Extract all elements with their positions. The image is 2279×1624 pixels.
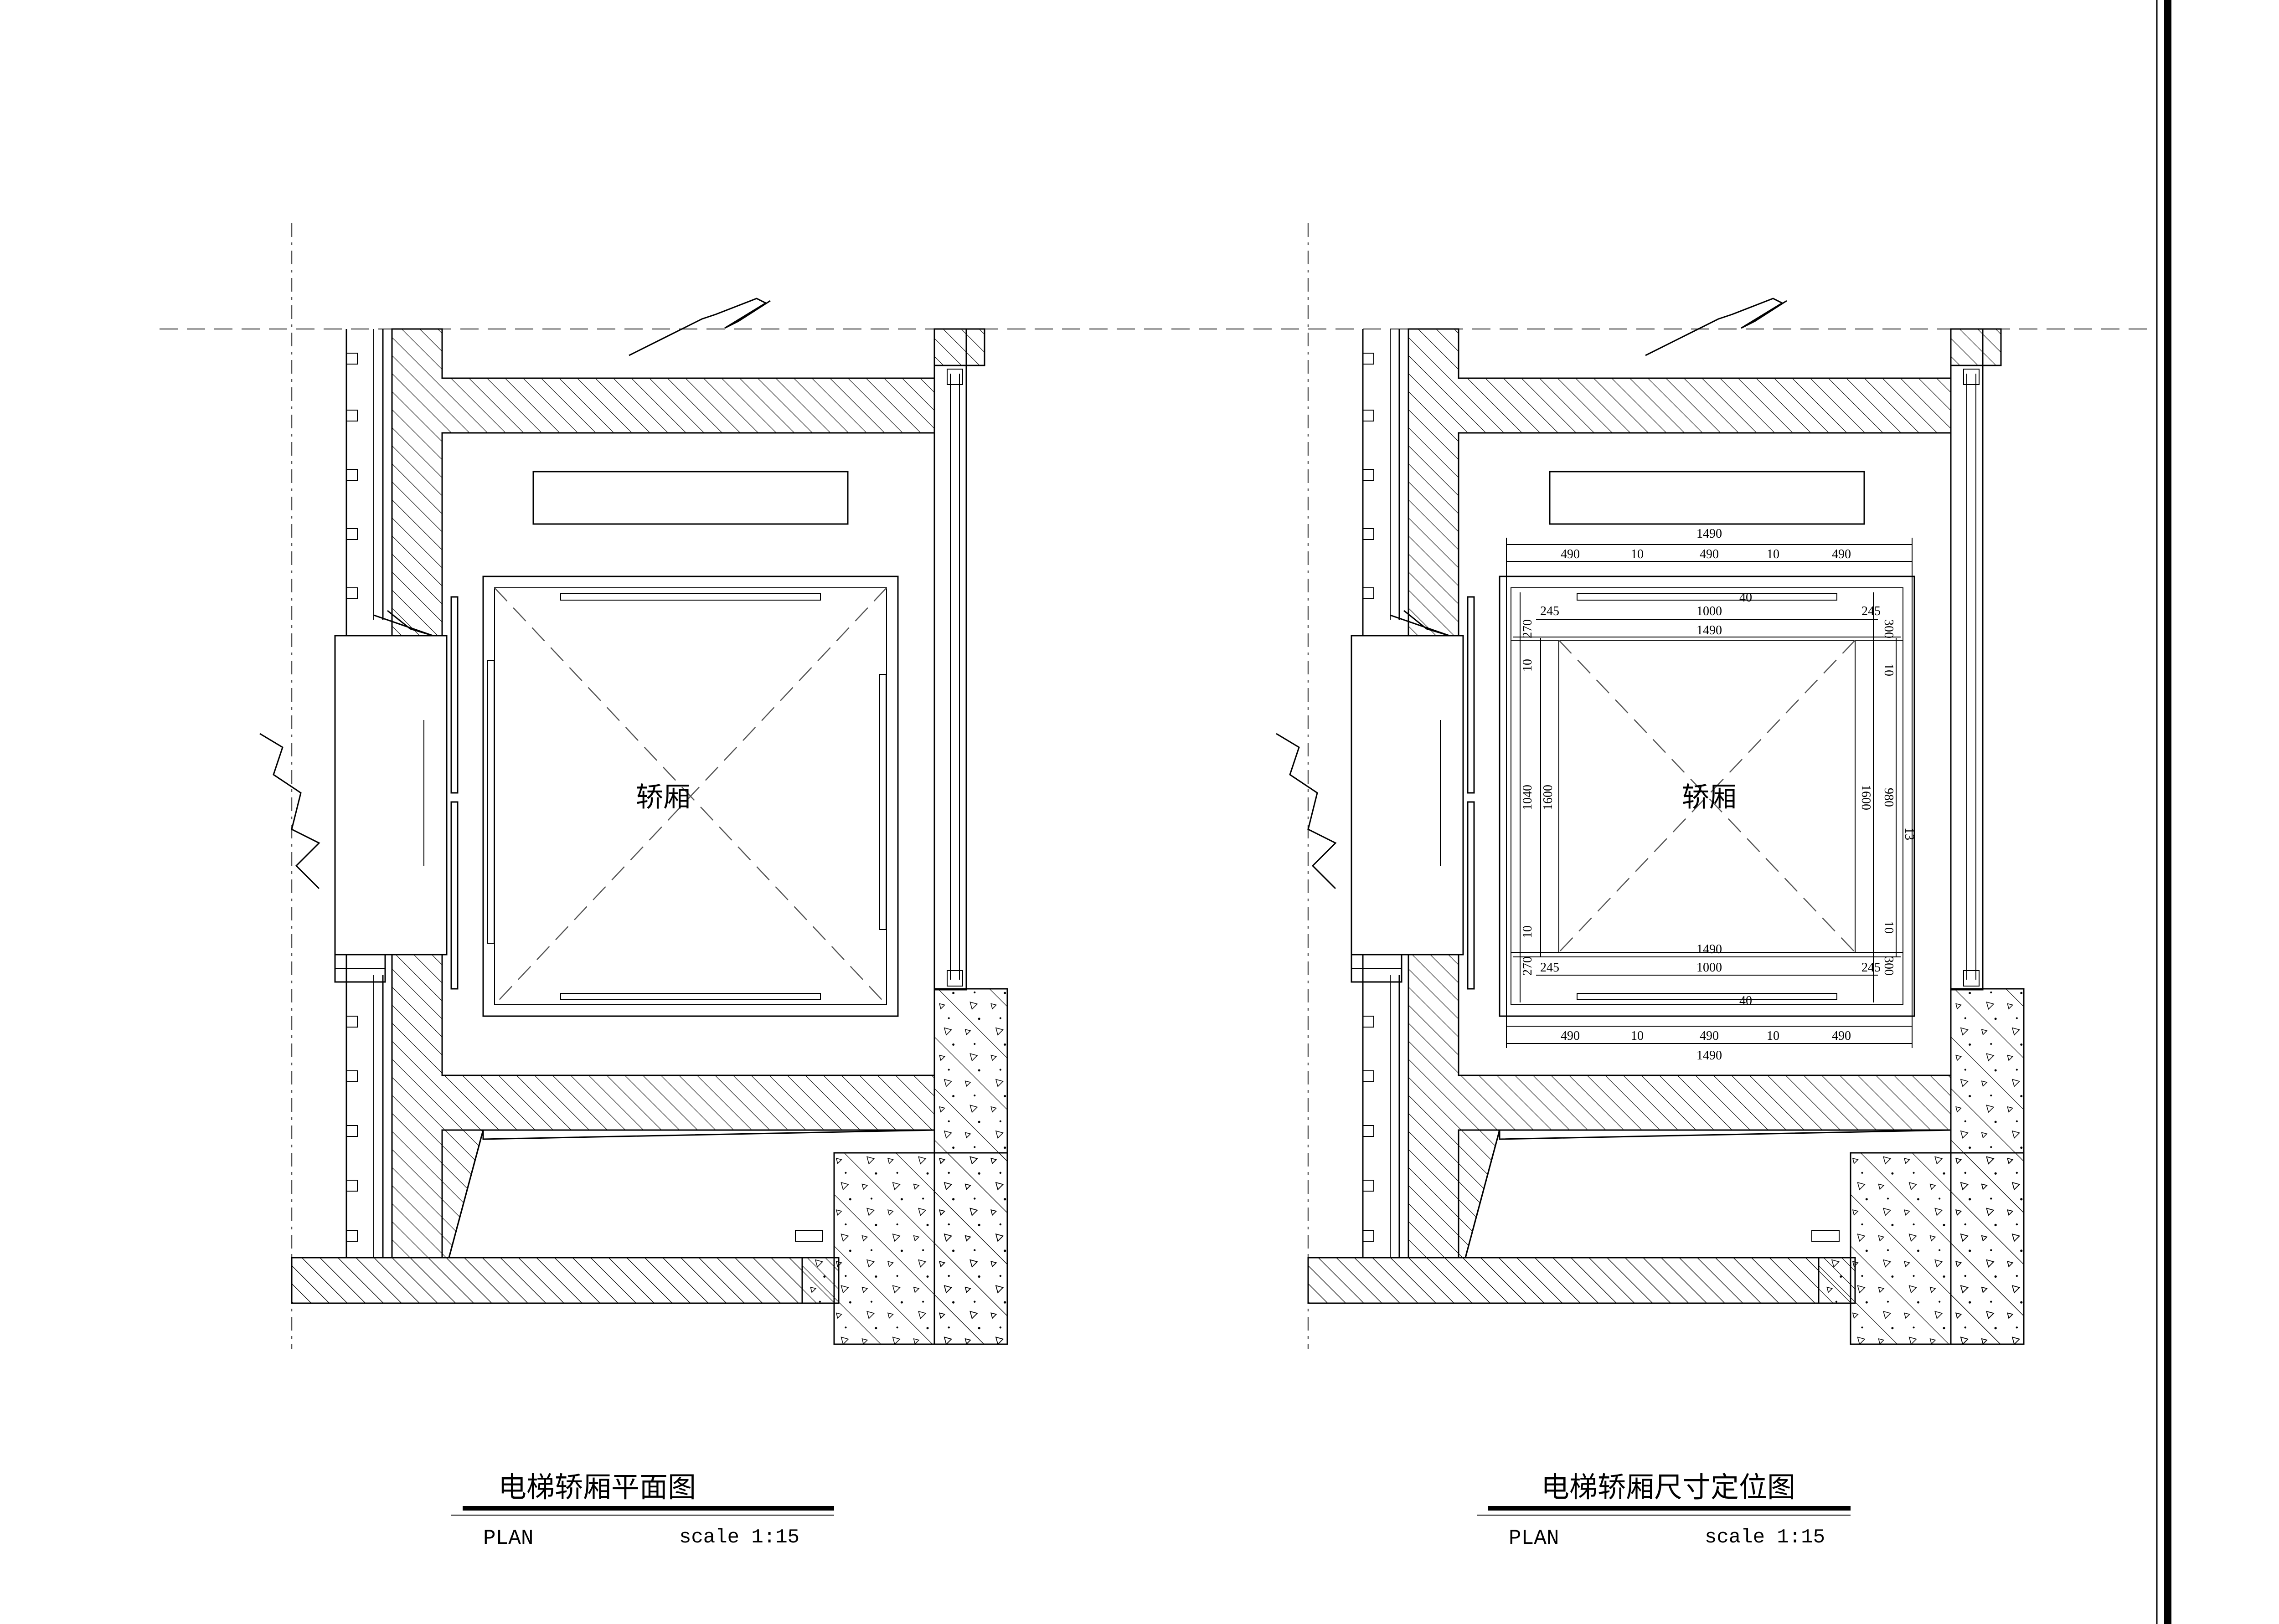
dim-right-c: 1600 (1859, 785, 1873, 810)
car-diag-2 (494, 587, 887, 1005)
ceiling-border-left (1511, 640, 1559, 953)
dim-right-a: 300 (1882, 619, 1896, 638)
ceiling-border-bottom (1511, 952, 1903, 1005)
right-wall-cap (933, 328, 985, 366)
sheet-border-bar (2164, 0, 2171, 1624)
handrail-right (879, 674, 887, 930)
door-leaf-panel (334, 635, 448, 956)
dim-left-c: 1040 (1521, 785, 1535, 810)
break-mark (629, 298, 771, 356)
dim-right-f: 10 (1882, 921, 1896, 934)
dim-lower-inner-left: 245 (1540, 961, 1559, 975)
ceiling-border-right (1855, 640, 1903, 953)
scale-label: scale 1:15 (679, 1526, 799, 1549)
dim-upper-inner-left: 245 (1540, 604, 1559, 618)
title-underline (463, 1506, 834, 1511)
door-hanger-top (1390, 610, 1450, 637)
dim-lower-inner-mid: 1000 (1696, 961, 1722, 975)
car-diag-2 (1558, 640, 1856, 953)
break-mark-side (259, 733, 320, 889)
car-outline (482, 576, 899, 1017)
dim-upper-inner-mid: 1000 (1696, 604, 1722, 618)
scale-label: scale 1:15 (1705, 1526, 1825, 1549)
dim-bottom-b: 10 (1631, 1029, 1644, 1043)
pit-marker (795, 1230, 823, 1242)
dim-left-a: 270 (1521, 619, 1535, 638)
handrail-top (1577, 593, 1837, 601)
car-door-left-lower (450, 801, 459, 990)
dim-top-d: 10 (1767, 547, 1779, 561)
dim-top-b: 10 (1631, 547, 1644, 561)
dim-right-g: 300 (1882, 956, 1896, 976)
rail-bracket-bottom (1963, 970, 1980, 987)
car-door-left-upper (450, 596, 459, 794)
handrail-bottom (1577, 993, 1837, 1000)
title-underline (1488, 1506, 1851, 1511)
ceiling-border-top (1511, 587, 1903, 641)
dim-left-d: 1600 (1541, 785, 1555, 810)
rail-bracket-top (947, 369, 963, 385)
drawing-plan-left: 轿厢 电梯轿厢平面图 PLAN scale 1:15 (259, 223, 1008, 1550)
rail-bracket-top (1963, 369, 1980, 385)
concrete-footing (833, 1152, 1008, 1345)
dim-upper-small: 40 (1739, 591, 1752, 605)
dim-top-overall: 1490 (1696, 527, 1722, 541)
dim-bottom-overall: 1490 (1696, 1048, 1722, 1063)
bottom-wall (291, 1257, 840, 1304)
dim-bottom-c: 490 (1700, 1029, 1719, 1043)
bottom-wall (1307, 1257, 1856, 1304)
drawing-title: 电梯轿厢尺寸定位图 (1541, 1472, 1795, 1503)
top-panel-strip (532, 471, 849, 525)
plan-label: PLAN (1509, 1526, 1559, 1550)
dim-top-e: 490 (1832, 547, 1851, 561)
dim-left-b: 10 (1521, 659, 1535, 672)
dim-upper-overall: 1490 (1696, 623, 1722, 637)
handrail-left (487, 660, 495, 944)
dim-right-b: 10 (1882, 663, 1896, 676)
dim-right-e: 13 (1902, 827, 1916, 840)
dim-upper-inner-right: 245 (1861, 604, 1881, 618)
right-wall-cap (1950, 328, 2002, 366)
shaft-interior (441, 432, 935, 1076)
car-outline (1499, 576, 1915, 1017)
dim-bottom-e: 490 (1832, 1029, 1851, 1043)
dim-top-a: 490 (1561, 547, 1580, 561)
rail-bracket-bottom (947, 970, 963, 987)
dim-lower-small: 40 (1739, 994, 1752, 1008)
break-mark (1645, 298, 1787, 356)
concrete-footing (1850, 1152, 2025, 1345)
dim-top-c: 490 (1700, 547, 1719, 561)
slab-edge (482, 1129, 935, 1140)
door-hanger-top (373, 610, 433, 637)
dim-left-f: 270 (1521, 956, 1535, 976)
drawing-title: 电梯轿厢平面图 (498, 1472, 696, 1503)
slab-edge (1499, 1129, 1951, 1140)
car-diag-1 (1558, 640, 1856, 953)
dim-bottom-a: 490 (1561, 1029, 1580, 1043)
handrail-top (560, 593, 821, 601)
car-door-left-lower (1467, 801, 1475, 990)
dim-lower-overall: 1490 (1696, 942, 1722, 956)
door-leaf-panel (1351, 635, 1464, 956)
dim-bottom-d: 10 (1767, 1029, 1779, 1043)
break-mark-side (1276, 733, 1337, 889)
plan-label: PLAN (483, 1526, 533, 1550)
car-label: 轿厢 (1682, 782, 1737, 812)
car-door-left-upper (1467, 596, 1475, 794)
dim-left-e: 10 (1521, 925, 1535, 938)
dim-lower-inner-right: 245 (1861, 961, 1881, 975)
drawing-dimension-right: 轿厢 1490 490 10 490 10 490 245 1000 245 (1276, 223, 2025, 1550)
pit-marker (1811, 1230, 1840, 1242)
dimension-lines (1506, 538, 1913, 1048)
car-label: 轿厢 (636, 782, 691, 812)
top-panel-strip (1549, 471, 1865, 525)
handrail-bottom (560, 993, 821, 1000)
dim-right-d: 980 (1882, 788, 1896, 807)
